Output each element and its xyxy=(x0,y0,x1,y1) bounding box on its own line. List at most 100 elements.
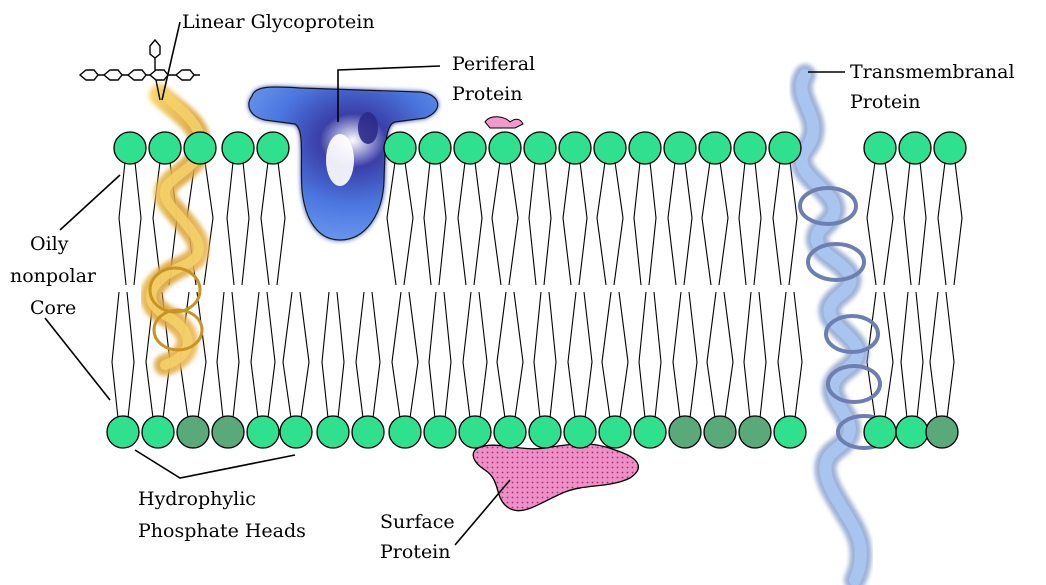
phosphate-head xyxy=(280,416,312,448)
lipid-tail xyxy=(639,292,646,418)
lipid-tail xyxy=(654,292,661,418)
lipid-tail xyxy=(534,292,541,418)
lipid-tail xyxy=(916,292,923,418)
phosphate-head xyxy=(419,132,451,164)
lipid-tail xyxy=(724,292,733,418)
lipid-tail xyxy=(673,292,681,418)
phosphate-head xyxy=(774,416,806,448)
lipid-tail xyxy=(584,292,592,418)
phosphate-head xyxy=(257,132,289,164)
lipid-tail xyxy=(251,292,259,418)
upper-phosphate-heads xyxy=(114,132,966,164)
lipid-tail xyxy=(884,162,893,285)
lipid-tail xyxy=(668,162,676,285)
lipid-tail xyxy=(689,292,697,418)
lipid-tail xyxy=(867,162,876,285)
glycoprotein-leader xyxy=(162,22,180,100)
phosphate-head xyxy=(247,416,279,448)
label-phosphate-heads-line1: Hydrophylic xyxy=(138,488,256,510)
lipid-tail xyxy=(372,292,380,418)
lipid-tail xyxy=(954,162,962,285)
phosphate-head xyxy=(634,416,666,448)
phosphate-head xyxy=(934,132,966,164)
label-periferal-protein-line1: Periferal xyxy=(452,53,535,75)
lipid-tail xyxy=(549,292,556,418)
phosphate-head xyxy=(424,416,456,448)
lipid-tail xyxy=(719,162,728,285)
lipid-tail xyxy=(930,292,938,418)
phosphate-head xyxy=(599,416,631,448)
phosphate-head xyxy=(529,416,561,448)
phosphate-head xyxy=(629,132,661,164)
lipid-tail xyxy=(739,162,746,285)
lipid-tail xyxy=(884,292,893,418)
lipid-tail xyxy=(267,292,275,418)
phosphate-head xyxy=(769,132,801,164)
lipid-tail xyxy=(602,292,611,418)
lipid-tail xyxy=(684,162,692,285)
lipid-tail xyxy=(387,162,396,285)
lipid-tail xyxy=(938,162,946,285)
small-surface-blob xyxy=(485,117,523,128)
lipid-tail xyxy=(568,292,576,418)
label-oily-core-line3: Core xyxy=(30,297,76,319)
phosphate-head xyxy=(704,416,736,448)
lipid-tail xyxy=(759,292,766,418)
phosphate-head xyxy=(389,416,421,448)
lipid-tail xyxy=(904,162,911,285)
phosphate-head xyxy=(669,416,701,448)
lipid-tail xyxy=(619,292,628,418)
lipid-tail xyxy=(424,162,431,285)
lipid-tail xyxy=(901,292,908,418)
lipid-tail xyxy=(649,162,656,285)
label-phosphate-heads-line2: Phosphate Heads xyxy=(138,520,306,542)
phosphate-head xyxy=(664,132,696,164)
lipid-tail xyxy=(392,292,401,418)
phosphate-head xyxy=(699,132,731,164)
label-surface-protein-line2: Protein xyxy=(380,541,451,563)
lipid-tail xyxy=(283,292,292,418)
phosphate-heads-leader xyxy=(135,450,295,478)
surface-protein xyxy=(473,444,638,511)
lipid-tail xyxy=(597,162,606,285)
lipid-tail xyxy=(479,292,487,418)
phosphate-head xyxy=(899,132,931,164)
label-periferal-protein-line2: Protein xyxy=(452,83,523,105)
lipid-tail xyxy=(514,292,523,418)
phosphate-head xyxy=(734,132,766,164)
lipid-tail xyxy=(773,162,781,285)
label-transmembranal-protein-line2: Protein xyxy=(850,91,921,113)
label-oily-core-line1: Oily xyxy=(30,233,69,255)
label-surface-protein-line1: Surface xyxy=(380,511,455,533)
oily-core-lower-leader xyxy=(45,318,110,400)
lipid-tail xyxy=(492,162,501,285)
phosphate-head xyxy=(454,132,486,164)
lipid-tail xyxy=(356,292,364,418)
label-transmembranal-protein-line1: Transmembranal xyxy=(850,61,1015,83)
lipid-tail xyxy=(134,162,141,285)
oily-core-upper-leader xyxy=(60,175,120,230)
phosphate-head xyxy=(184,132,216,164)
lipid-tail xyxy=(946,292,954,418)
lipid-tail xyxy=(474,162,482,285)
phosphate-head xyxy=(524,132,556,164)
phosphate-head xyxy=(212,416,244,448)
phosphate-head xyxy=(864,132,896,164)
lipid-tail xyxy=(217,292,224,418)
lipid-tail xyxy=(119,162,126,285)
lipid-tail xyxy=(439,162,446,285)
phosphate-head xyxy=(177,416,209,448)
phosphate-head xyxy=(489,132,521,164)
lipid-tail xyxy=(204,162,213,285)
lipid-tail xyxy=(497,292,506,418)
phosphate-head xyxy=(926,416,958,448)
lipid-tail xyxy=(919,162,926,285)
lipid-tail xyxy=(529,162,536,285)
lipid-tail xyxy=(702,162,711,285)
lipid-tail xyxy=(563,162,571,285)
phosphate-head xyxy=(564,416,596,448)
lipid-tail xyxy=(794,292,802,418)
lipid-tail xyxy=(429,292,436,418)
lipid-tail xyxy=(197,292,206,418)
